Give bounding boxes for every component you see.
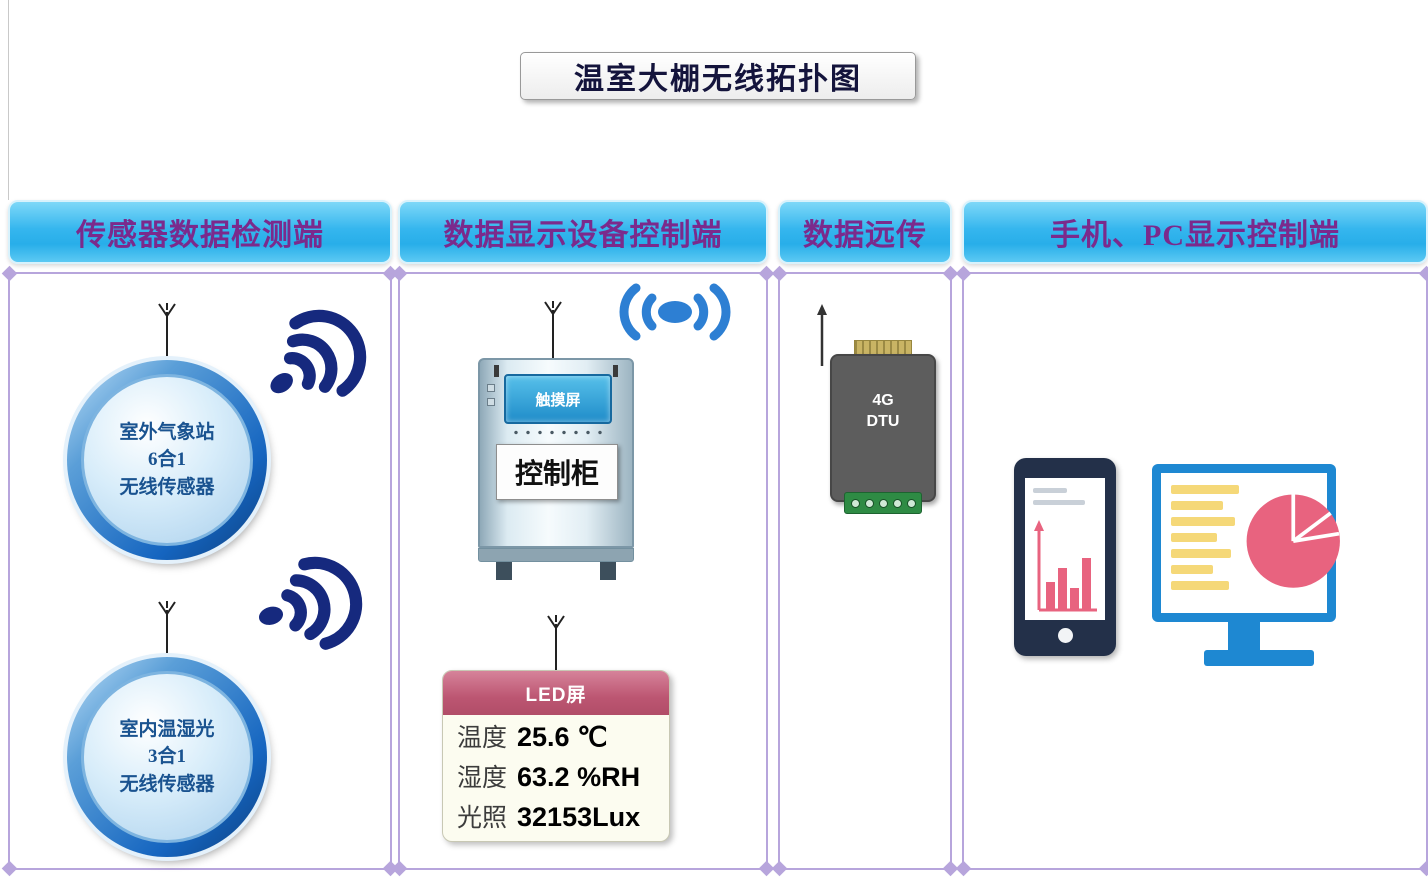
cabinet-label: 控制柜 bbox=[496, 444, 618, 500]
report-line bbox=[1171, 533, 1217, 542]
report-lines bbox=[1171, 485, 1241, 597]
column-header-sensors: 传感器数据检测端 bbox=[8, 200, 392, 264]
reading-value: 25.6 ℃ bbox=[517, 722, 608, 752]
report-line bbox=[1171, 549, 1231, 558]
cabinet-foot bbox=[600, 562, 616, 580]
column-header-client: 手机、PC显示控制端 bbox=[962, 200, 1428, 264]
panel-ornament bbox=[771, 265, 788, 282]
cabinet-base bbox=[478, 548, 634, 562]
dtu-device: 4G DTU bbox=[808, 302, 958, 517]
sensor-text-line: 室内温湿光 bbox=[119, 718, 215, 740]
pc-monitor-icon bbox=[1152, 464, 1340, 666]
panel-ornament bbox=[771, 860, 788, 877]
outdoor-sensor-node: 室外气象站 6合1 无线传感器 bbox=[67, 360, 267, 560]
led-reading-temperature: 温度 25.6 ℃ bbox=[443, 718, 669, 758]
panel-clients bbox=[955, 265, 1428, 877]
monitor-screen bbox=[1161, 473, 1340, 613]
sensor-text-line: 室外气象站 bbox=[119, 421, 215, 443]
wireless-broadcast-icon bbox=[619, 283, 731, 341]
terminal-pin bbox=[864, 498, 874, 508]
panel-ornament bbox=[391, 265, 408, 282]
sensor-text-line: 无线传感器 bbox=[119, 773, 215, 795]
dtu-serial-connector bbox=[854, 340, 912, 356]
dtu-label-line: DTU bbox=[866, 413, 900, 430]
cabinet-indicator bbox=[487, 398, 495, 406]
column-header-remote: 数据远传 bbox=[778, 200, 952, 264]
outdoor-sensor-label: 室外气象站 6合1 无线传感器 bbox=[81, 374, 253, 546]
reading-value: 32153Lux bbox=[517, 802, 641, 832]
report-line bbox=[1171, 581, 1229, 590]
antenna-icon bbox=[158, 303, 176, 360]
panel-ornament bbox=[1418, 265, 1428, 282]
antenna-icon bbox=[547, 615, 565, 672]
cabinet-foot bbox=[496, 562, 512, 580]
dtu-terminal-block bbox=[844, 492, 922, 514]
reading-value: 63.2 %RH bbox=[517, 762, 641, 792]
report-line bbox=[1171, 517, 1235, 526]
panel-ornament bbox=[391, 860, 408, 877]
panel-ornament bbox=[955, 265, 972, 282]
led-reading-light: 光照 32153Lux bbox=[443, 798, 669, 838]
report-line bbox=[1171, 485, 1239, 494]
indoor-sensor-label: 室内温湿光 3合1 无线传感器 bbox=[81, 671, 253, 843]
panel-ornament bbox=[1, 265, 18, 282]
led-title: LED屏 bbox=[443, 671, 669, 715]
cabinet-vents bbox=[510, 430, 606, 435]
terminal-pin bbox=[850, 498, 860, 508]
antenna-icon bbox=[544, 301, 562, 358]
cabinet-body: 触摸屏 控制柜 bbox=[478, 358, 634, 548]
report-line bbox=[1171, 501, 1223, 510]
page-title: 温室大棚无线拓扑图 bbox=[520, 52, 916, 100]
control-cabinet: 触摸屏 控制柜 bbox=[478, 300, 634, 580]
monitor-stand-neck bbox=[1228, 622, 1260, 650]
dtu-body: 4G DTU bbox=[830, 354, 936, 502]
antenna-icon bbox=[158, 601, 176, 658]
panel-sensors: 室外气象站 6合1 无线传感器 室内温湿光 3合1 无线传感器 bbox=[1, 265, 399, 877]
wifi-signal-icon bbox=[258, 556, 363, 650]
wifi-signal-icon bbox=[270, 309, 367, 397]
canvas-edge bbox=[8, 0, 9, 200]
cabinet-bolt bbox=[613, 365, 618, 377]
panel-remote: 4G DTU bbox=[771, 265, 959, 877]
antenna-icon bbox=[817, 304, 827, 366]
panel-ornament bbox=[955, 860, 972, 877]
cabinet-bolt bbox=[494, 365, 499, 377]
pie-chart-icon bbox=[1246, 494, 1340, 588]
reading-label: 光照 bbox=[457, 805, 508, 832]
sensor-text-line: 无线传感器 bbox=[119, 476, 215, 498]
panel-display-control: 触摸屏 控制柜 LED屏 温度 25.6 ℃ 湿度 bbox=[391, 265, 775, 877]
indoor-sensor-node: 室内温湿光 3合1 无线传感器 bbox=[67, 657, 267, 857]
terminal-pin bbox=[906, 498, 916, 508]
led-panel: LED屏 温度 25.6 ℃ 湿度 63.2 %RH 光照 32153Lux bbox=[442, 670, 670, 842]
sensor-text-line: 6合1 bbox=[147, 449, 186, 471]
touch-screen: 触摸屏 bbox=[504, 374, 612, 424]
panel-ornament bbox=[1418, 860, 1428, 877]
phone-text-line bbox=[1033, 500, 1085, 505]
dtu-label: 4G DTU bbox=[832, 390, 934, 432]
smartphone-icon bbox=[1014, 458, 1116, 656]
sensor-text-line: 3合1 bbox=[147, 746, 186, 768]
phone-text-line bbox=[1033, 488, 1067, 493]
reading-label: 温度 bbox=[457, 725, 508, 752]
monitor-stand-base bbox=[1204, 650, 1314, 666]
dtu-label-line: 4G bbox=[872, 392, 894, 409]
column-header-display: 数据显示设备控制端 bbox=[398, 200, 768, 264]
report-line bbox=[1171, 565, 1213, 574]
phone-screen bbox=[1025, 478, 1105, 620]
bar-chart-icon bbox=[1034, 520, 1097, 612]
led-reading-humidity: 湿度 63.2 %RH bbox=[443, 758, 669, 798]
led-readings: 温度 25.6 ℃ 湿度 63.2 %RH 光照 32153Lux bbox=[443, 715, 669, 838]
phone-home-button bbox=[1058, 628, 1073, 643]
terminal-pin bbox=[892, 498, 902, 508]
terminal-pin bbox=[878, 498, 888, 508]
reading-label: 湿度 bbox=[457, 765, 508, 792]
panel-ornament bbox=[1, 860, 18, 877]
cabinet-indicator bbox=[487, 384, 495, 392]
